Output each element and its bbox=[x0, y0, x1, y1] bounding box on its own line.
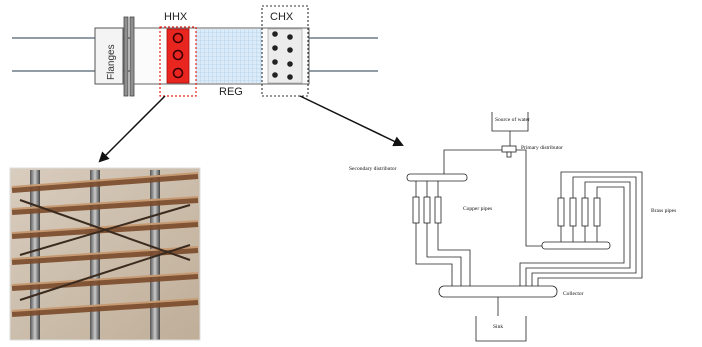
chx-tube bbox=[272, 72, 278, 78]
primary-distributor-stem bbox=[507, 152, 511, 157]
pipe-primary-to-secondary bbox=[444, 150, 502, 174]
brass-return-2 bbox=[532, 177, 636, 286]
secondary-distributor-label: Secondary distributor bbox=[349, 166, 397, 172]
copper-return-1 bbox=[416, 223, 452, 286]
water-schematic: Source of water Primary distributor Seco… bbox=[349, 112, 676, 341]
collector-label: Collector bbox=[563, 291, 584, 297]
hhx-heater-block bbox=[167, 29, 189, 83]
arrow-to-schematic bbox=[300, 96, 402, 145]
regenerator-mesh bbox=[196, 29, 262, 83]
chx-tube bbox=[272, 31, 278, 37]
brass-return-1 bbox=[538, 172, 642, 286]
copper-return-2 bbox=[427, 223, 461, 286]
sink-label: Sink bbox=[493, 324, 503, 330]
chx-label: CHX bbox=[270, 11, 294, 23]
reg-label: REG bbox=[219, 86, 243, 98]
chx-tube bbox=[287, 74, 293, 80]
flanges: Flanges bbox=[95, 17, 134, 96]
chx-tube bbox=[272, 45, 278, 51]
copper-return-3 bbox=[438, 223, 470, 286]
pipe-primary-to-right-manifold bbox=[516, 150, 546, 246]
secondary-distributor bbox=[407, 174, 467, 181]
brass-distributor bbox=[542, 242, 610, 249]
copper-pipes-label: Copper pipes bbox=[463, 206, 492, 212]
source-of-water-label: Source of water bbox=[495, 116, 530, 123]
collector bbox=[439, 286, 557, 297]
primary-distributor-label: Primary distributor bbox=[521, 145, 563, 151]
tube-assembly: Flanges REG HHX CHX bbox=[12, 6, 402, 161]
chx-tube bbox=[272, 59, 278, 65]
flanges-label: Flanges bbox=[106, 44, 117, 80]
arrow-to-photo bbox=[100, 96, 165, 161]
brass-return-3 bbox=[526, 182, 630, 286]
brass-pipes bbox=[558, 198, 600, 242]
copper-pipes bbox=[413, 181, 441, 223]
flange-plate-left bbox=[124, 17, 128, 96]
chx-section: CHX bbox=[262, 6, 308, 96]
primary-distributor bbox=[502, 146, 516, 152]
chx-tube bbox=[287, 61, 293, 67]
flange-plate-right bbox=[130, 17, 134, 96]
chx-tube bbox=[287, 34, 293, 40]
hhx-photo bbox=[10, 168, 200, 340]
chx-tube bbox=[287, 47, 293, 53]
brass-pipes-label: Brass pipes bbox=[651, 208, 676, 214]
hhx-label: HHX bbox=[164, 11, 188, 23]
